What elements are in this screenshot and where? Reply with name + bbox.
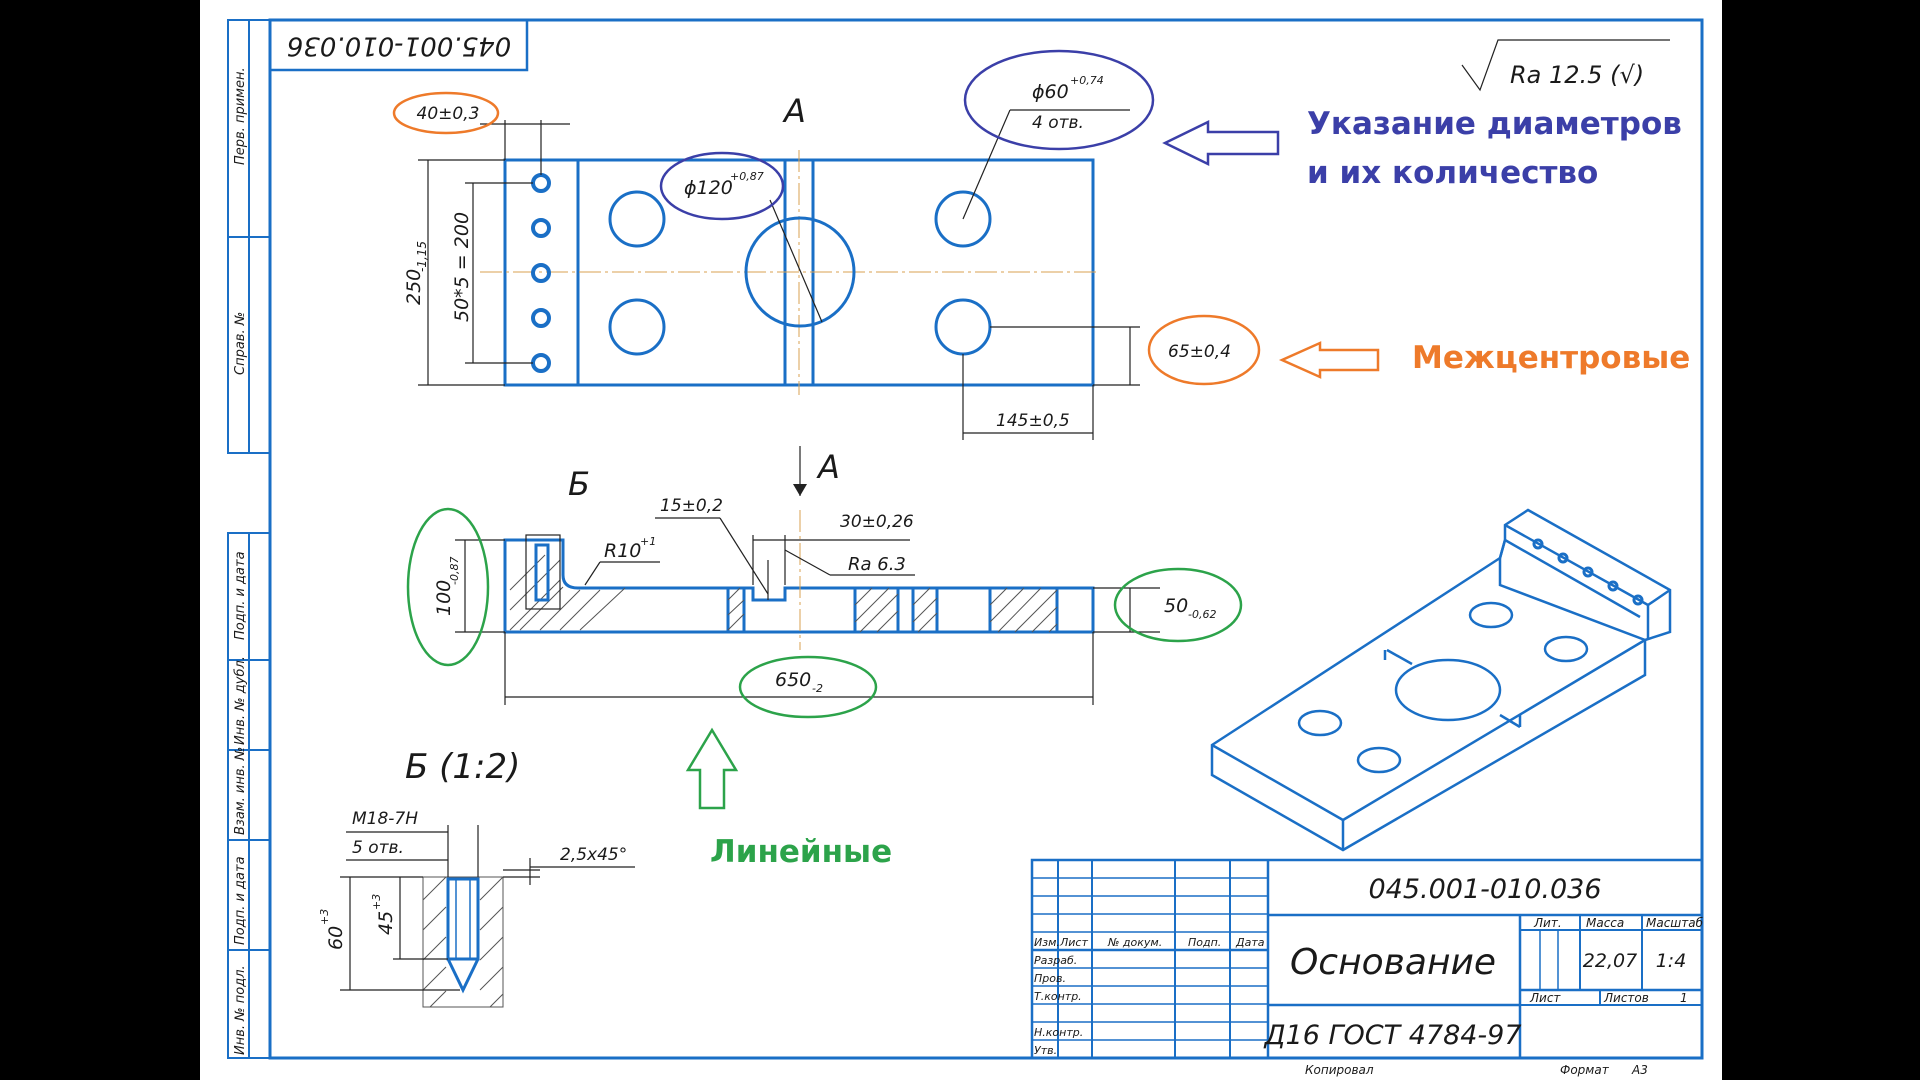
side-inv-podl-label: Инв. № подл. — [233, 965, 248, 1055]
dim-d60-count: 4 отв. — [1032, 113, 1084, 133]
tb-part-name: Основание — [1290, 942, 1496, 983]
dim-250-tol: -1,15 — [415, 241, 429, 272]
annot-diameters-line2: и их количество — [1307, 155, 1598, 191]
general-roughness-text: Ra 12.5 (√) — [1510, 61, 1644, 89]
title-block: Изм. Лист № докум. Подп. Дата Разраб. Пр… — [1030, 858, 1704, 1077]
tb-razrab: Разраб. — [1034, 954, 1077, 967]
dim-50: 50 — [1164, 595, 1188, 617]
side-podp2-label: Подп. и дата — [233, 856, 248, 945]
tb-list: Лист — [1059, 936, 1088, 949]
tb-format-val: А3 — [1631, 1063, 1648, 1077]
tb-masshtab-val: 1:4 — [1656, 950, 1687, 972]
dim-50x5: 50*5 = 200 — [451, 212, 473, 322]
dim-r10: R10 — [604, 540, 641, 562]
detail-b-label: Б (1:2) — [405, 747, 520, 787]
dim-100: 100 — [433, 580, 455, 616]
side-sprav-label: Справ. № — [233, 312, 248, 375]
dim-45-tol: +3 — [370, 894, 383, 910]
dim-chamfer: 2,5x45° — [560, 845, 627, 865]
annot-linear: Линейные — [710, 834, 892, 870]
section-hatching — [509, 554, 1059, 633]
tb-material: Д16 ГОСТ 4784-97 — [1263, 1020, 1521, 1051]
side-perv-label: Перв. примен. — [233, 67, 248, 165]
front-view: А Б R10 +1 — [406, 446, 1243, 719]
tb-podp: Подп. — [1188, 936, 1221, 949]
tb-code: 045.001-010.036 — [1368, 874, 1601, 905]
dim-ra63: Ra 6.3 — [848, 554, 906, 575]
tb-masshtab: Масштаб — [1646, 916, 1704, 930]
dim-40: 40±0,3 — [417, 104, 480, 124]
tb-izm: Изм. — [1034, 936, 1060, 949]
dim-650: 650 — [775, 669, 811, 691]
tb-listov: Листов — [1603, 991, 1649, 1005]
tb-utv: Утв. — [1034, 1044, 1057, 1057]
annot-diameters-line1: Указание диаметров — [1307, 106, 1682, 142]
tb-massa: Масса — [1586, 916, 1624, 930]
annotations: Указание диаметров и их количество Межце… — [685, 106, 1690, 870]
view-b-label: Б — [568, 465, 590, 503]
general-roughness: Ra 12.5 (√) — [1461, 39, 1670, 92]
drawing-sheet — [200, 0, 1722, 1080]
tb-ndok: № докум. — [1107, 936, 1162, 949]
dim-r10-tol: +1 — [640, 535, 656, 548]
dim-d60: ϕ60 — [1032, 81, 1069, 103]
side-podp1-label: Подп. и дата — [233, 551, 248, 640]
dim-m18-count: 5 отв. — [352, 838, 404, 858]
dim-250: 250 — [403, 269, 425, 305]
tb-tkontr: Т.контр. — [1034, 990, 1082, 1003]
annot-center: Межцентровые — [1412, 340, 1690, 376]
dim-145: 145±0,5 — [996, 411, 1070, 431]
tb-list2: Лист — [1529, 991, 1561, 1005]
top-code-text: 045.001-010.036 — [287, 31, 511, 61]
isometric-view — [1210, 508, 1672, 852]
tb-massa-val: 22,07 — [1583, 950, 1637, 972]
tb-prov: Пров. — [1034, 972, 1066, 985]
dim-d120: ϕ120 — [684, 177, 733, 199]
side-vzam-label: Взам. инв. № — [233, 747, 248, 835]
dim-60b: 60 — [325, 926, 347, 950]
top-view: А 40±0,3 — [392, 49, 1261, 440]
dim-60b-tol: +3 — [318, 909, 331, 925]
side-inv-dubl-label: Инв. № дубл. — [233, 656, 248, 745]
dim-650-tol: -2 — [812, 682, 823, 695]
dim-15: 15±0,2 — [660, 496, 723, 516]
detail-hatching — [422, 876, 504, 1008]
drawing-frame — [227, 18, 1704, 1060]
dim-d120-tol: +0,87 — [730, 170, 764, 183]
detail-b: Б (1:2) M18-7H 5 отв. 2,5x45° 60 +3 45 +… — [318, 747, 635, 1008]
dim-65: 65±0,4 — [1168, 342, 1231, 362]
dim-100-tol: -0,87 — [448, 557, 461, 585]
side-stamp: Перв. примен. Справ. № Подп. и дата Инв.… — [233, 67, 248, 1055]
dim-d60-tol: +0,74 — [1070, 74, 1104, 87]
tb-format: Формат — [1560, 1063, 1610, 1077]
view-a-side-label: А — [816, 448, 840, 486]
tb-listov-val: 1 — [1680, 991, 1688, 1005]
dim-50-tol: -0,62 — [1188, 608, 1216, 621]
dim-30: 30±0,26 — [840, 512, 914, 532]
view-a-top-label: А — [782, 92, 806, 130]
dim-m18: M18-7H — [352, 809, 418, 829]
dim-45: 45 — [375, 911, 397, 935]
tb-data: Дата — [1235, 936, 1265, 949]
tb-kopiroval: Копировал — [1305, 1063, 1374, 1077]
hole-d120 — [744, 216, 856, 328]
tb-nkontr: Н.контр. — [1034, 1026, 1083, 1039]
tb-lit: Лит. — [1533, 916, 1562, 930]
